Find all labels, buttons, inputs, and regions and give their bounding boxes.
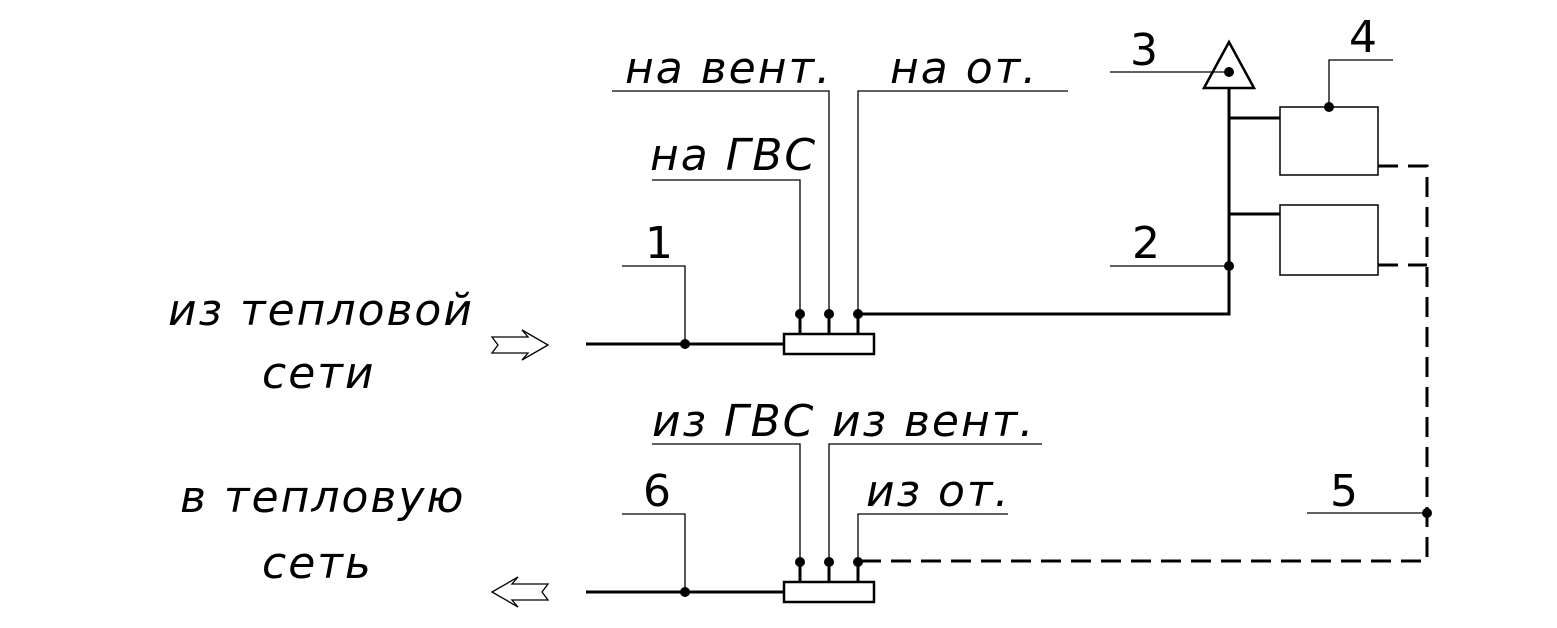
heating-supply-pipe <box>858 88 1231 316</box>
callout-3: 3 <box>1130 25 1158 76</box>
leader-from-dhw <box>652 443 801 562</box>
leader-to-dhw <box>652 179 801 314</box>
leader-from-heating <box>857 513 1008 562</box>
label-from-dhw: из ГВС <box>652 396 815 447</box>
leader-from-vent <box>828 443 1042 562</box>
label-to-dhw: на ГВС <box>650 130 817 181</box>
leader-to-vent <box>612 90 830 314</box>
return-label-line2: сеть <box>262 538 373 589</box>
radiator-1 <box>1279 106 1379 176</box>
return-manifold <box>782 580 876 604</box>
heating-return-pipe <box>858 164 1429 563</box>
callout-2: 2 <box>1132 218 1160 269</box>
leader-4 <box>1328 59 1393 107</box>
callout-4: 4 <box>1349 12 1377 63</box>
callout-6: 6 <box>643 466 671 517</box>
label-to-heating: на от. <box>890 43 1038 94</box>
label-from-heating: из от. <box>866 466 1011 517</box>
return-arrow-icon <box>490 576 550 608</box>
callout-5: 5 <box>1330 466 1358 517</box>
callout-1: 1 <box>645 218 673 269</box>
supply-arrow-icon <box>490 329 550 361</box>
supply-manifold <box>782 332 876 356</box>
label-from-vent: из вент. <box>832 396 1035 447</box>
leader-6 <box>622 513 686 592</box>
supply-label-line2: сети <box>262 348 376 399</box>
leader-1 <box>622 265 686 344</box>
return-label-line1: в тепловую <box>180 472 465 523</box>
supply-label-line1: из тепловой <box>168 285 474 336</box>
radiator-2 <box>1279 204 1379 276</box>
label-to-vent: на вент. <box>625 43 832 94</box>
leader-to-heating <box>857 90 1068 314</box>
air-vent-icon <box>1201 39 1257 90</box>
